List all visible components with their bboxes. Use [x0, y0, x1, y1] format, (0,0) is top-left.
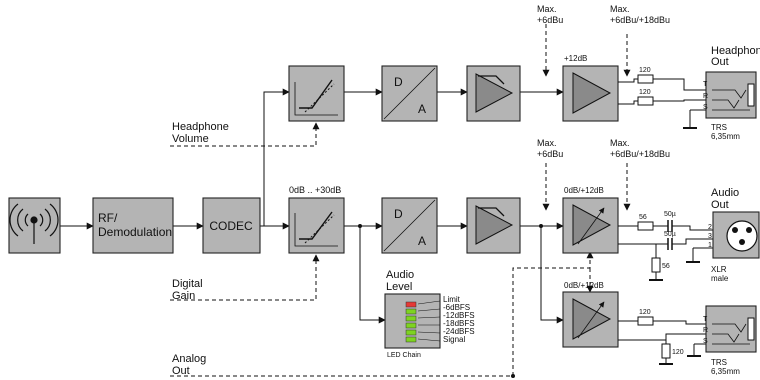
- resistor-120-shunt: [661, 343, 671, 359]
- headphone-out-title: HeadphoneOut: [711, 45, 760, 68]
- xlr-pin-2-label: 2: [708, 224, 712, 231]
- analog-out-amplifier-block: [562, 291, 619, 348]
- led-signal: [405, 336, 417, 343]
- dac-d-label: D: [394, 207, 403, 221]
- codec-label: CODEC: [209, 219, 253, 233]
- led-limit: [405, 301, 417, 308]
- resistor-56: [637, 221, 654, 231]
- gain-switch-label-main: 0dB/+12dB: [564, 186, 604, 195]
- led-12dbfs: [405, 315, 417, 322]
- pin-t-label: T: [703, 81, 708, 88]
- led-signal-label: Signal: [443, 335, 465, 344]
- xlr-output-circuit: [618, 220, 715, 281]
- level-control-icon: [294, 211, 338, 247]
- pin-r-label: R: [703, 327, 708, 334]
- signal-wires: [60, 88, 564, 324]
- codec-block: CODEC: [202, 197, 261, 254]
- level-control-icon: [294, 79, 338, 116]
- capacitor-value-label: 50µ: [664, 231, 676, 238]
- led-level-label: -6dBFS: [443, 303, 470, 312]
- dac-d-label: D: [394, 75, 403, 89]
- resistor-120-right: [637, 96, 654, 106]
- buffer-block-main: [466, 197, 521, 254]
- resistor-120-analog: [637, 316, 654, 326]
- capacitor-value-label: 50µ: [664, 211, 676, 218]
- audio-level-block: [384, 293, 441, 349]
- dac-a-label: A: [418, 234, 426, 248]
- max-level-label-top-right: Max.+6dBu/+18dBu: [610, 4, 670, 25]
- digital-gain-block: [288, 197, 345, 254]
- dac-block-headphone: D A: [381, 65, 438, 122]
- rf-demodulation-block: RF/Demodulation: [92, 197, 174, 254]
- pin-s-label: S: [703, 338, 708, 345]
- capacitor-bottom: [667, 238, 673, 250]
- led-6dbfs: [405, 308, 417, 315]
- dac-a-label: A: [418, 102, 426, 116]
- pin-t-label: T: [703, 316, 708, 323]
- gain-plus12-label: +12dB: [564, 54, 587, 63]
- analog-trs-output-circuit: [618, 316, 712, 365]
- resistor-value-label: 120: [639, 67, 651, 74]
- gain-range-label: 0dB .. +30dB: [289, 185, 341, 195]
- buffer-block-headphone: [466, 65, 521, 122]
- led-limit-label: Limit: [443, 295, 461, 304]
- resistor-value-label: 56: [662, 263, 670, 270]
- max-level-label-top-left: Max.+6dBu: [537, 4, 563, 25]
- led-chain: [405, 301, 417, 343]
- dac-block-main: D A: [381, 197, 438, 254]
- led-24dbfs: [405, 329, 417, 336]
- max-level-label-mid-right: Max.+6dBu/+18dBu: [610, 138, 670, 159]
- headphone-volume-block: [288, 65, 345, 122]
- resistor-value-label: 56: [639, 214, 647, 221]
- max-level-label-mid-left: Max.+6dBu: [537, 138, 563, 159]
- trs-jack-analog: [705, 305, 757, 353]
- resistor-56-shunt: [651, 257, 661, 273]
- headphone-amplifier-block: [562, 65, 619, 122]
- gain-switch-label-analog: 0dB/+12dB: [564, 281, 604, 290]
- headphone-output-circuit: [618, 74, 712, 129]
- led-level-label: -12dBFS: [443, 311, 475, 320]
- audio-out-amplifier-block: [562, 197, 619, 254]
- resistor-value-label: 120: [639, 89, 651, 96]
- resistor-120-left: [637, 74, 654, 84]
- led-level-label: -18dBFS: [443, 319, 475, 328]
- rf-label: RF/Demodulation: [98, 211, 172, 239]
- xlr-connector-icon: [712, 211, 760, 259]
- led-chain-label: LED Chain: [387, 352, 421, 359]
- antenna-block: [8, 197, 61, 254]
- led-18dbfs: [405, 322, 417, 329]
- xlr-pin-3-label: 3: [708, 233, 712, 240]
- pin-s-label: S: [703, 104, 708, 111]
- control-lines: [170, 24, 631, 378]
- led-leader-lines: [417, 300, 441, 342]
- antenna-icon: [9, 203, 59, 244]
- xlr-pin-1-label: 1: [708, 242, 712, 249]
- trs-jack-headphone: [705, 71, 757, 119]
- resistor-value-label: 120: [672, 349, 684, 356]
- pin-r-label: R: [703, 93, 708, 100]
- resistor-value-label: 120: [639, 309, 651, 316]
- led-level-label: -24dBFS: [443, 327, 475, 336]
